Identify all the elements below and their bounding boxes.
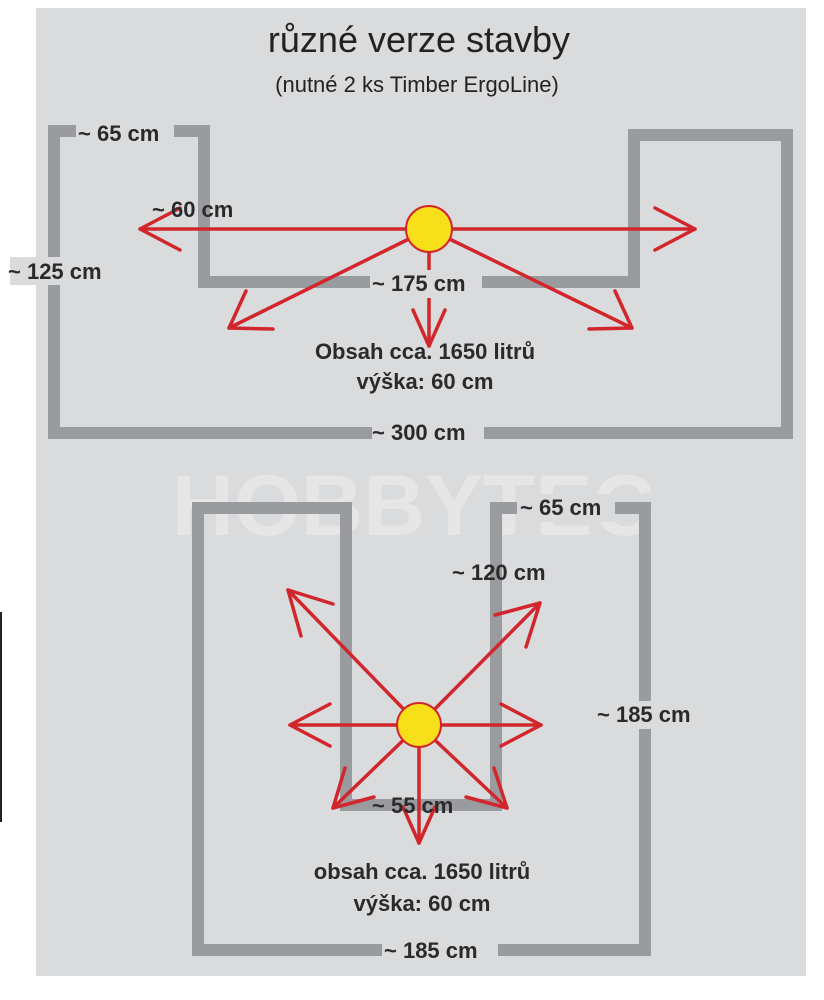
page-title: různé verze stavby xyxy=(268,19,570,60)
dim-label: ~ 175 cm xyxy=(372,271,466,296)
variant-a-labels: ~ 65 cm ~ 60 cm ~ 125 cm ~ 175 cm ~ 300 … xyxy=(8,120,535,447)
variant-b-flow xyxy=(286,588,543,845)
dim-label: ~ 300 cm xyxy=(372,420,466,445)
dim-label: ~ 185 cm xyxy=(597,702,691,727)
variant-b-outer-wall xyxy=(192,502,651,956)
arrow-icon xyxy=(286,588,421,727)
dim-label: ~ 60 cm xyxy=(152,197,233,222)
variant-a-diagram xyxy=(48,125,793,439)
dim-label: ~ 120 cm xyxy=(452,560,546,585)
variant-a-outer-wall xyxy=(48,125,793,439)
variant-b-diagram xyxy=(192,502,651,956)
info-volume: obsah cca. 1650 litrů xyxy=(314,859,530,884)
page-subtitle: (nutné 2 ks Timber ErgoLine) xyxy=(275,72,559,97)
dim-label: ~ 125 cm xyxy=(8,259,102,284)
arrow-icon xyxy=(227,227,431,331)
arrow-icon xyxy=(427,227,634,331)
info-volume: Obsah cca. 1650 litrů xyxy=(315,339,535,364)
arrow-icon xyxy=(427,206,697,252)
dim-label: ~ 65 cm xyxy=(520,495,601,520)
arrow-icon xyxy=(417,601,542,727)
background-panel xyxy=(36,8,806,976)
info-height: výška: 60 cm xyxy=(357,369,494,394)
dim-label: ~ 55 cm xyxy=(372,793,453,818)
variant-b-labels: ~ 65 cm ~ 120 cm ~ 185 cm ~ 55 cm obsah … xyxy=(314,494,708,965)
arrow-icon xyxy=(138,206,431,252)
pump-icon xyxy=(396,702,442,748)
pump-icon xyxy=(405,205,453,253)
dim-label: ~ 185 cm xyxy=(384,938,478,963)
info-height: výška: 60 cm xyxy=(354,891,491,916)
dim-label: ~ 65 cm xyxy=(78,121,159,146)
